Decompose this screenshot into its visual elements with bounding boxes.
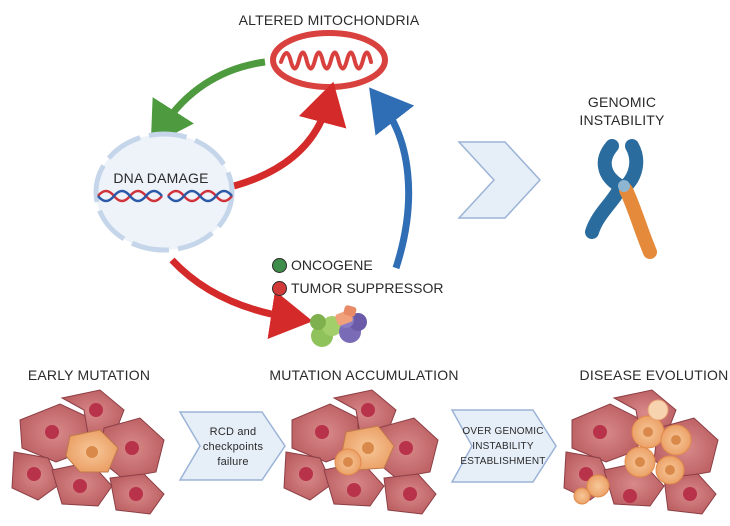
legend-oncogene-label: ONCOGENE [291, 257, 373, 273]
mitochondria-icon [270, 30, 388, 90]
chevron-arrow-icon-small-1 [178, 411, 286, 481]
label-rcd-2: checkpoints [202, 441, 264, 453]
label-rcd-1: RCD and [209, 426, 257, 438]
label-early-mutation: EARLY MUTATION [27, 367, 151, 383]
cell-cluster-icon-3 [563, 389, 719, 515]
suppressor-dot-icon [272, 280, 287, 296]
red-arrow-to-mitochondria [233, 81, 347, 190]
label-genomic: GENOMIC [587, 94, 657, 110]
chevron-arrow-icon [457, 141, 542, 219]
oncogene-dot-icon [272, 257, 287, 273]
label-rcd-3: failure [217, 456, 249, 468]
label-disease-evolution: DISEASE EVOLUTION [579, 367, 729, 383]
label-over-2: INSTABILITY [472, 441, 534, 452]
dna-icon [97, 189, 233, 203]
chromosome-icon [585, 139, 657, 259]
nucleus-dna-damage [93, 131, 235, 253]
legend-tumor-suppressor-label: TUMOR SUPPRESSOR [291, 280, 444, 296]
legend-tumor-suppressor: TUMOR SUPPRESSOR [272, 280, 443, 296]
label-instability: INSTABILITY [579, 112, 665, 128]
label-dna-damage: DNA DAMAGE [113, 170, 209, 186]
chevron-arrow-icon-small-2 [450, 409, 557, 483]
green-arrow [150, 58, 266, 146]
label-mutation-accumulation: MUTATION ACCUMULATION [269, 367, 459, 383]
blue-arrow [369, 87, 415, 270]
cell-cluster-icon-2 [283, 389, 439, 515]
label-over-3: ESTABLISHMENT [460, 456, 546, 467]
label-over-1: OVER GENOMIC [462, 426, 544, 437]
protein-complex-icon [310, 305, 367, 347]
label-altered-mitochondria: ALTERED MITOCHONDRIA [238, 12, 420, 28]
red-arrow-to-proteins [169, 257, 313, 340]
cell-cluster-icon [11, 389, 165, 515]
legend-oncogene: ONCOGENE [272, 257, 373, 273]
